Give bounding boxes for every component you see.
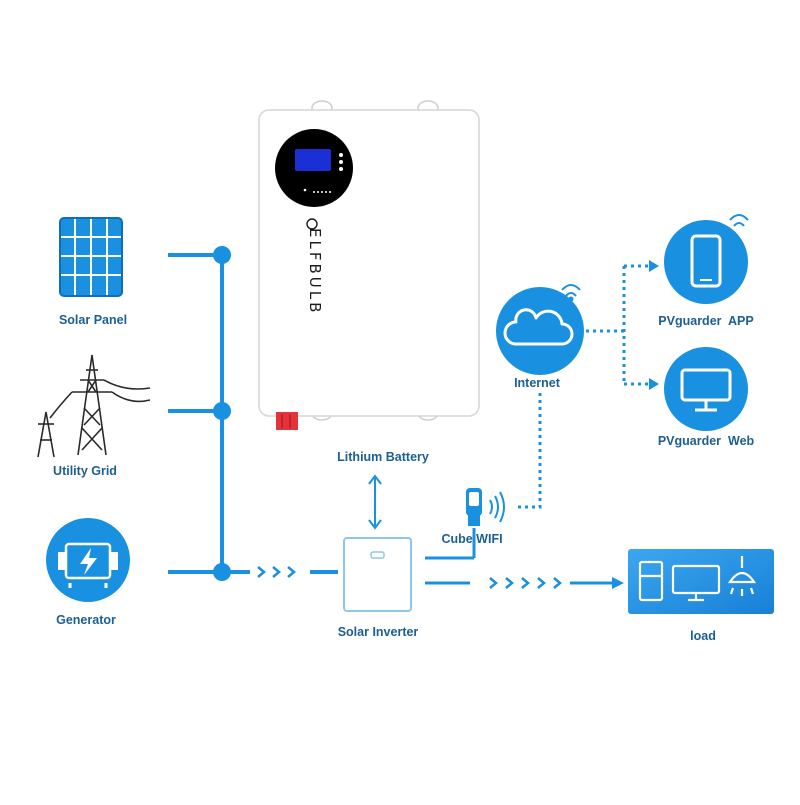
internet-node [496,284,584,375]
wifi-signal-icon [489,491,505,523]
transmission-tower-icon [37,354,151,458]
bulb-logo-icon [306,218,318,230]
battery-terminal [276,412,298,430]
battery-unit [258,100,480,430]
pvguarder-web-node [664,347,748,431]
bus-junction [213,402,231,420]
pvguarder-web-label: PVguarder Web [657,434,755,448]
utility-grid-label: Utility Grid [53,464,117,478]
inverter-output-lines [425,528,612,585]
solar-inverter [343,537,412,612]
appliances-icon [638,556,757,602]
load-label: load [690,629,716,643]
arrow-head [649,378,659,390]
generator-label: Generator [56,613,116,627]
internet-label: Internet [514,376,560,390]
solar-inverter-label: Solar Inverter [337,625,419,639]
arrow-head [649,260,659,272]
bus-junction [213,246,231,264]
pvguarder-app-node [664,214,749,304]
load-node [628,549,774,614]
flow-chevrons-to-inverter [257,566,296,578]
flow-chevrons-to-load [489,577,562,589]
solar-panel-label: Solar Panel [58,313,128,327]
battery-brand-text: ELFBULB [306,228,324,316]
cloud-icon [503,308,574,346]
battery-lcd-screen [295,149,331,171]
battery-inverter-arrow [368,474,382,530]
generator-icon [46,518,130,602]
smartphone-icon [690,234,722,288]
bus-junction [213,563,231,581]
cube-wifi-label: Cube WIFI [441,532,503,546]
monitor-icon [680,368,732,412]
wifi-signal-icon [729,214,749,227]
lithium-battery-label: Lithium Battery [337,450,429,464]
usb-wifi-dongle-icon [466,488,482,526]
data-link-dotted [518,264,650,509]
wifi-signal-icon [561,284,581,302]
solar-panel-icon [59,217,123,297]
pvguarder-app-label: PVguarder APP [658,314,754,328]
arrow-head [612,577,624,589]
